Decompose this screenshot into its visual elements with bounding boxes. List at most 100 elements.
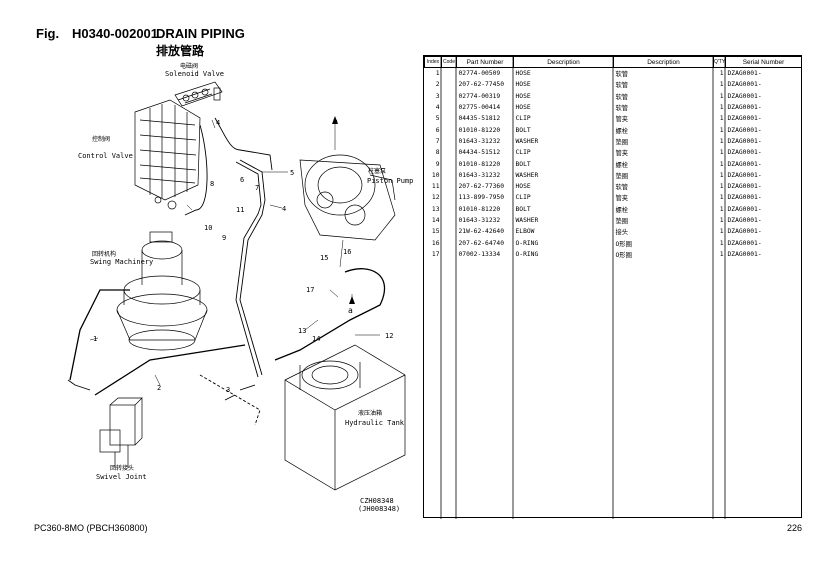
swivel-joint xyxy=(99,397,143,468)
callout-8: 8 xyxy=(210,180,214,188)
cell-index: 11 xyxy=(431,183,440,191)
cell-serial: DZAG0001- xyxy=(727,250,762,258)
cell-serial: DZAG0001- xyxy=(727,239,762,247)
col-header-description: Description xyxy=(513,56,614,68)
cell-description-cn: 垫圈 xyxy=(615,218,629,225)
cell-serial: DZAG0001- xyxy=(727,126,762,134)
drain-piping-diagram: 电磁阀 Solenoid Valve 控制阀 Control Valve 柱塞泵… xyxy=(67,62,413,513)
table-grid-lines xyxy=(440,56,726,519)
callout-6: 6 xyxy=(240,176,244,184)
cell-part-number: 113-899-7950 xyxy=(458,194,505,202)
cell-qty: 1 xyxy=(719,149,724,157)
hoses xyxy=(67,117,386,426)
cell-index: 5 xyxy=(435,115,440,123)
callout-15: 15 xyxy=(320,254,328,262)
cell-part-number: 01010-81220 xyxy=(458,205,501,213)
hydraulic-tank xyxy=(284,344,406,491)
cell-description: WASHER xyxy=(515,137,539,145)
cell-part-number: 207-62-77450 xyxy=(458,81,505,89)
cell-qty: 1 xyxy=(719,239,724,247)
cell-qty: 1 xyxy=(719,217,724,224)
parts-table: Index Code Part Number Description Descr… xyxy=(423,55,802,519)
label-solenoid-cn: 电磁阀 xyxy=(180,62,198,70)
cell-serial: DZAG0001- xyxy=(727,149,762,157)
cell-part-number: 04435-51812 xyxy=(458,115,501,123)
cell-description-cn: O形圈 xyxy=(615,251,632,259)
cell-serial: DZAG0001- xyxy=(727,160,762,168)
drawing-number-alt: (JH008348) xyxy=(358,505,400,513)
cell-index: 12 xyxy=(431,194,440,202)
cell-description: BOLT xyxy=(515,126,531,134)
cell-description-cn: 软管 xyxy=(615,184,629,192)
arrow-a-upper-icon xyxy=(332,116,338,124)
cell-description: O-RING xyxy=(515,250,539,258)
callout-1: 1 xyxy=(93,335,97,343)
label-piston-cn: 柱塞泵 xyxy=(368,167,386,175)
cell-description-cn: 管夹 xyxy=(615,150,629,158)
callout-11: 11 xyxy=(236,206,244,214)
cell-serial: DZAG0001- xyxy=(727,81,762,89)
cell-index: 9 xyxy=(435,160,440,168)
callout-10: 10 xyxy=(204,224,212,232)
cell-description-cn: 垫圈 xyxy=(615,138,629,146)
cell-qty: 1 xyxy=(719,81,724,89)
arrow-a-lower-label: a xyxy=(348,306,353,315)
cell-index: 10 xyxy=(431,171,440,179)
cell-description: BOLT xyxy=(515,205,531,213)
cell-qty: 1 xyxy=(719,228,724,236)
cell-qty: 1 xyxy=(719,92,724,100)
cell-description-cn: 螺栓 xyxy=(615,161,629,169)
page-number: 226 xyxy=(787,523,803,533)
cell-description-cn: 垫圈 xyxy=(615,172,629,180)
cell-index: 4 xyxy=(435,104,440,112)
cell-qty: 1 xyxy=(719,171,724,179)
cell-serial: DZAG0001- xyxy=(727,137,762,145)
cell-qty: 1 xyxy=(719,160,724,168)
cell-part-number: 01643-31232 xyxy=(458,171,501,179)
cell-part-number: 04434-51512 xyxy=(458,149,501,157)
arrow-a-upper-label: a xyxy=(333,117,338,126)
cell-description: HOSE xyxy=(515,70,531,78)
cell-description-cn: 软管 xyxy=(615,71,629,79)
fig-code: H0340-002001 xyxy=(72,26,159,41)
callout-2: 2 xyxy=(157,384,161,392)
arrow-a-lower-icon xyxy=(349,296,355,304)
cell-description: CLIP xyxy=(515,149,531,157)
cell-qty: 1 xyxy=(719,126,724,134)
page-title-cn: 排放管路 xyxy=(156,44,205,58)
cell-serial: DZAG0001- xyxy=(727,228,762,236)
cell-qty: 1 xyxy=(719,250,724,258)
label-hydraulic-cn: 液压油箱 xyxy=(358,409,382,417)
label-control-en: Control Valve xyxy=(78,152,133,160)
col-header-qty: Q'TY xyxy=(713,56,726,68)
label-control-cn: 控制阀 xyxy=(92,135,110,143)
cell-serial: DZAG0001- xyxy=(727,104,762,112)
callout-13: 13 xyxy=(298,327,306,335)
cell-description-cn: 螺栓 xyxy=(615,206,629,214)
callout-14: 14 xyxy=(312,335,320,343)
cell-index: 6 xyxy=(435,126,440,134)
cell-index: 2 xyxy=(435,81,440,89)
cell-description: WASHER xyxy=(515,217,539,224)
cell-qty: 1 xyxy=(719,137,724,145)
cell-part-number: 02774-00509 xyxy=(458,70,501,78)
cell-description-cn: 管夹 xyxy=(615,195,629,203)
callout-16: 16 xyxy=(343,248,351,256)
cell-qty: 1 xyxy=(719,194,724,202)
col-header-index: Index xyxy=(424,56,442,68)
callout-7: 7 xyxy=(255,184,259,192)
cell-qty: 1 xyxy=(719,115,724,123)
label-swivel-en: Swivel Joint xyxy=(96,473,147,481)
swing-machinery xyxy=(116,231,208,351)
callout-lines xyxy=(89,118,380,386)
